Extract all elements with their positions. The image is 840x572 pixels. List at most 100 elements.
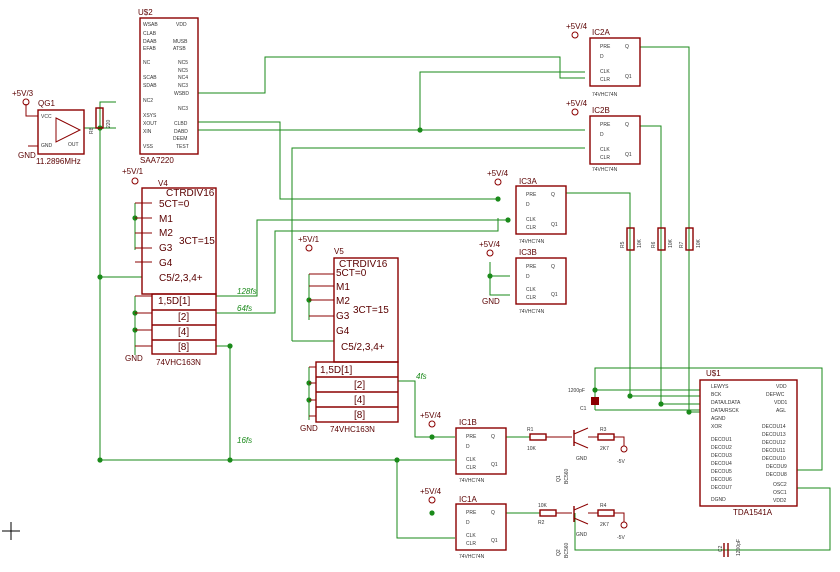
u1-chip[interactable]: U$1 TDA1541A LEWYS BCK DATA/LDATA DATA/R…: [699, 369, 798, 517]
svg-text:CLAB: CLAB: [143, 31, 157, 37]
svg-text:CLK: CLK: [600, 147, 610, 153]
svg-text:ATSB: ATSB: [173, 46, 186, 52]
minus5-node-b: [620, 521, 628, 529]
svg-text:+5V/4: +5V/4: [566, 22, 588, 31]
svg-text:IC1A: IC1A: [459, 495, 477, 504]
svg-text:+5V/4: +5V/4: [566, 99, 588, 108]
u1-left-pins: LEWYS BCK DATA/LDATA DATA/RSCK AGND XOR …: [711, 384, 741, 503]
svg-text:+5V/1: +5V/1: [122, 167, 144, 176]
svg-text:OSC2: OSC2: [773, 482, 787, 488]
u2-left-pins: WSAB CLAB DAAB EFAB NC SCAB SDAB NC2 XSY…: [143, 22, 158, 150]
ic1a-flipflop[interactable]: IC1A PRE D CLK CLR Q Q1 74VHC74N: [455, 495, 507, 560]
ic3b-flipflop[interactable]: IC3B PRE D CLK CLR Q Q1 74VHC74N: [515, 248, 567, 315]
svg-text:2K7: 2K7: [600, 522, 609, 528]
svg-text:74VHC74N: 74VHC74N: [519, 239, 545, 245]
gnd-q1: GND: [576, 456, 588, 462]
svg-text:CLR: CLR: [526, 295, 536, 301]
svg-text:IC1B: IC1B: [459, 418, 477, 427]
svg-text:C1: C1: [580, 406, 587, 412]
u2-name: U$2: [138, 8, 153, 17]
junctions: [97, 125, 692, 516]
svg-text:Q2: Q2: [556, 549, 562, 556]
u2-type: SAA7220: [140, 156, 174, 165]
svg-text:SDAB: SDAB: [143, 83, 157, 89]
svg-text:PRE: PRE: [466, 434, 477, 440]
r8-resistor[interactable]: R8 220: [89, 107, 112, 134]
v4-title: CTRDIV16: [166, 188, 215, 199]
u2-right-pins: VDD MUSB ATSB NC5 NC5 NC4 NC3 WSBD NC3 C…: [173, 22, 189, 150]
svg-text:AGND: AGND: [711, 416, 726, 422]
r6-resistor[interactable]: R6 10K: [651, 227, 674, 251]
svg-text:CLR: CLR: [466, 465, 476, 471]
svg-text:DECOU14: DECOU14: [762, 424, 786, 430]
svg-text:Q1: Q1: [625, 152, 632, 158]
svg-text:M2: M2: [336, 296, 350, 307]
r5-resistor[interactable]: R5 10K: [620, 227, 643, 251]
r7-resistor[interactable]: R7 10K: [679, 227, 702, 251]
svg-text:G3: G3: [159, 243, 173, 254]
svg-text:DATA/RSCK: DATA/RSCK: [711, 408, 740, 414]
ic1b-flipflop[interactable]: IC1B PRE D CLK CLR Q Q1 74VHC74N: [455, 418, 507, 484]
v5-counter[interactable]: CTRDIV16 V5 5CT=0 M1 M2 G3 G4 C5/2,3,4+ …: [309, 247, 399, 434]
svg-text:+5V/4: +5V/4: [487, 169, 509, 178]
power-5v1-a: +5V/1: [122, 167, 144, 185]
svg-text:IC3A: IC3A: [519, 177, 537, 186]
svg-text:+5V/1: +5V/1: [298, 235, 320, 244]
v4-counter[interactable]: CTRDIV16 V4 5CT=0 M1 M2 G3 G4 C5/2,3,4+ …: [135, 179, 217, 367]
svg-text:74VHC74N: 74VHC74N: [592, 167, 618, 173]
q1-transistor[interactable]: Q1 BC560: [556, 427, 589, 484]
gnd-q2: GND: [576, 532, 588, 538]
r2-resistor[interactable]: R2 10K: [538, 503, 557, 526]
svg-text:G3: G3: [336, 311, 350, 322]
net-4fs: 4fs: [416, 372, 427, 381]
svg-text:5CT=0: 5CT=0: [336, 268, 367, 279]
power-5v3: +5V/3: [12, 89, 34, 106]
svg-text:10K: 10K: [538, 503, 548, 509]
svg-text:NC3: NC3: [178, 83, 188, 89]
c1-capacitor[interactable]: 1200pF C1: [568, 388, 599, 412]
svg-text:10K: 10K: [527, 446, 537, 452]
ic2a-flipflop[interactable]: IC2A PRE D CLK CLR Q Q1 74VHC74N: [589, 28, 641, 98]
svg-text:PRE: PRE: [466, 510, 477, 516]
svg-text:D: D: [526, 202, 530, 208]
r1-resistor[interactable]: R1 10K: [527, 427, 547, 452]
svg-text:PRE: PRE: [526, 264, 537, 270]
gnd-qg1: GND: [18, 151, 36, 160]
svg-text:BC560: BC560: [564, 468, 570, 484]
svg-text:WSBD: WSBD: [174, 91, 189, 97]
svg-text:C5/2,3,4+: C5/2,3,4+: [341, 342, 385, 353]
svg-text:[8]: [8]: [178, 342, 189, 353]
q2-transistor[interactable]: Q2 BC560: [556, 503, 589, 558]
svg-text:C5/2,3,4+: C5/2,3,4+: [159, 273, 203, 284]
svg-text:DATA/LDATA: DATA/LDATA: [711, 400, 741, 406]
svg-text:Q: Q: [551, 264, 555, 270]
svg-text:R1: R1: [527, 427, 534, 433]
ic3a-flipflop[interactable]: IC3A PRE D CLK CLR Q Q1 74VHC74N: [515, 177, 567, 245]
r4-resistor[interactable]: R4 2K7: [597, 503, 615, 528]
u2-chip[interactable]: U$2 SAA7220 WSAB CLAB DAAB EFAB NC SCAB …: [138, 8, 199, 165]
svg-text:+5V/4: +5V/4: [420, 411, 442, 420]
power-5v4-c: +5V/4: [487, 169, 509, 186]
svg-text:IC2A: IC2A: [592, 28, 610, 37]
svg-text:3CT=15: 3CT=15: [353, 305, 389, 316]
svg-text:NC5: NC5: [178, 68, 188, 74]
ic2b-flipflop[interactable]: IC2B PRE D CLK CLR Q Q1 74VHC74N: [589, 106, 641, 173]
c2-capacitor[interactable]: C2 1200pF: [718, 539, 742, 557]
svg-text:[4]: [4]: [178, 327, 189, 338]
svg-text:DAAB: DAAB: [143, 39, 157, 45]
svg-text:R3: R3: [600, 427, 607, 433]
qg1-oscillator[interactable]: QG1 VCC GND OUT 11.2896MHz: [25, 99, 85, 166]
svg-text:VDD1: VDD1: [774, 400, 788, 406]
power-5v4-b: +5V/4: [566, 99, 588, 116]
net-16fs: 16fs: [237, 436, 252, 445]
svg-text:BC560: BC560: [564, 542, 570, 558]
svg-text:WSAB: WSAB: [143, 22, 158, 28]
svg-text:CLK: CLK: [600, 69, 610, 75]
u1-right-pins: VDD DEFWC VDD1 AGL DECOU14 DECOU13 DECOU…: [762, 384, 788, 504]
svg-text:1,5D[1]: 1,5D[1]: [158, 296, 190, 307]
svg-text:74VHC74N: 74VHC74N: [519, 309, 545, 315]
svg-text:NC3: NC3: [178, 106, 188, 112]
r3-resistor[interactable]: R3 2K7: [597, 427, 615, 452]
power-5v4-f: +5V/4: [420, 487, 442, 504]
